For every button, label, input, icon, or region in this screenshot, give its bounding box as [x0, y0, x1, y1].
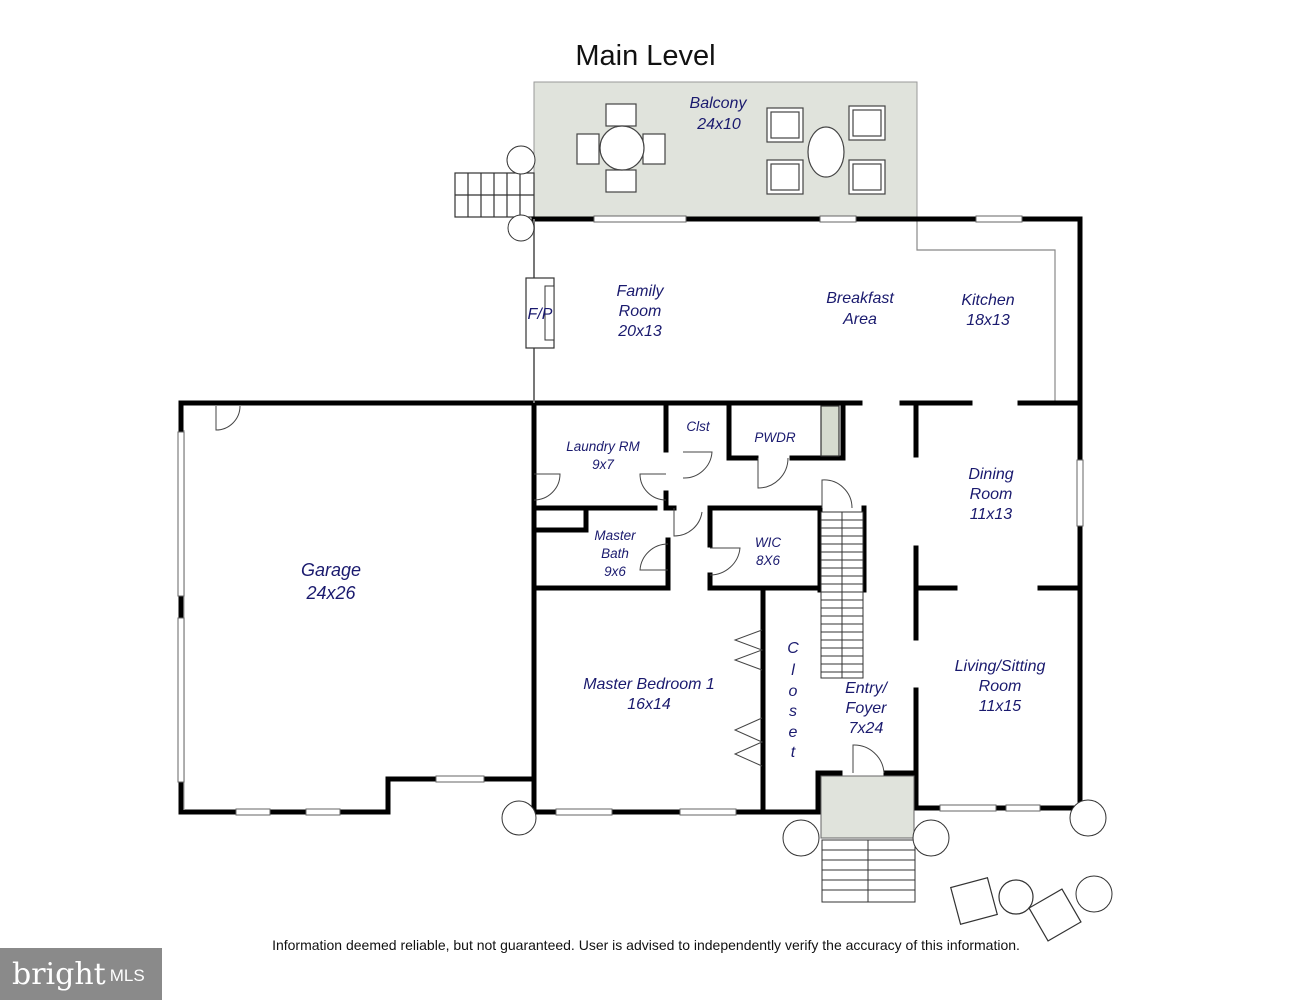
master-bath-name-2: Bath — [601, 546, 629, 561]
balcony-steps-icon — [454, 172, 535, 218]
clst-name: Clst — [686, 419, 710, 434]
dining-name-2: Room — [970, 486, 1013, 503]
entry-porch — [820, 775, 915, 839]
laundry-size: 9x7 — [592, 457, 614, 472]
small-room-labels: Laundry RM 9x7 Clst PWDR Master Bath 9x6… — [566, 419, 796, 579]
family-size: 20x13 — [617, 323, 662, 340]
breakfast-name-1: Breakfast — [826, 290, 894, 307]
stairs-icon — [820, 511, 864, 679]
closet-letter: s — [789, 703, 797, 720]
fireplace-hearth — [544, 285, 555, 341]
balcony-size: 24x10 — [696, 116, 741, 133]
plan-title: Main Level — [575, 40, 716, 72]
door-swings — [215, 405, 885, 774]
kitchen-name: Kitchen — [961, 292, 1014, 309]
balcony-oval-table-icon — [766, 105, 886, 195]
pwdr-name: PWDR — [754, 430, 795, 445]
closet-letter: C — [787, 640, 799, 657]
wic-size: 8X6 — [756, 553, 781, 568]
closet-letter: e — [789, 724, 798, 741]
garage-door-lines — [183, 430, 484, 811]
balcony-name: Balcony — [690, 95, 748, 112]
closet-label: C l o s e t — [787, 640, 799, 761]
laundry-name: Laundry RM — [566, 439, 640, 454]
master-bath-name-1: Master — [594, 528, 636, 543]
living-name-1: Living/Sitting — [955, 658, 1046, 675]
windows — [177, 215, 1084, 816]
master-bed-name: Master Bedroom 1 — [583, 676, 715, 693]
shrub-icons — [501, 145, 1113, 913]
patio-furniture-icon — [949, 876, 1082, 942]
living-size: 11x15 — [979, 698, 1022, 715]
garage-size: 24x26 — [305, 583, 356, 603]
closet-letter: t — [791, 744, 796, 761]
family-name-2: Room — [619, 303, 662, 320]
pwdr-cabinet — [820, 405, 840, 457]
dining-size: 11x13 — [970, 506, 1013, 523]
master-bed-size: 16x14 — [627, 696, 671, 713]
closet-letter: o — [789, 683, 798, 700]
breakfast-name-2: Area — [842, 311, 877, 328]
logo-brand: bright — [12, 956, 106, 992]
bright-mls-logo: bright MLS — [0, 948, 162, 1000]
fp-label: F/P — [528, 306, 553, 323]
entry-name-1: Entry/ — [845, 680, 888, 697]
entry-name-2: Foyer — [846, 700, 888, 717]
garage-name: Garage — [301, 560, 361, 580]
living-name-2: Room — [979, 678, 1022, 695]
kitchen-size: 18x13 — [966, 312, 1010, 329]
family-name-1: Family — [616, 283, 664, 300]
kitchen-counter — [916, 219, 1056, 403]
wic-name: WIC — [755, 535, 781, 550]
room-labels: Balcony 24x10 Family Room 20x13 F/P Brea… — [301, 95, 1045, 737]
disclaimer: Information deemed reliable, but not gua… — [272, 937, 1020, 953]
entry-size: 7x24 — [849, 720, 884, 737]
logo-suffix: MLS — [109, 966, 145, 985]
front-steps-icon — [821, 839, 916, 903]
closet-bifold-doors — [733, 629, 764, 767]
balcony-round-table-icon — [576, 103, 666, 193]
master-bath-size: 9x6 — [604, 564, 626, 579]
closet-letter: l — [791, 662, 795, 679]
dining-name-1: Dining — [968, 466, 1013, 483]
